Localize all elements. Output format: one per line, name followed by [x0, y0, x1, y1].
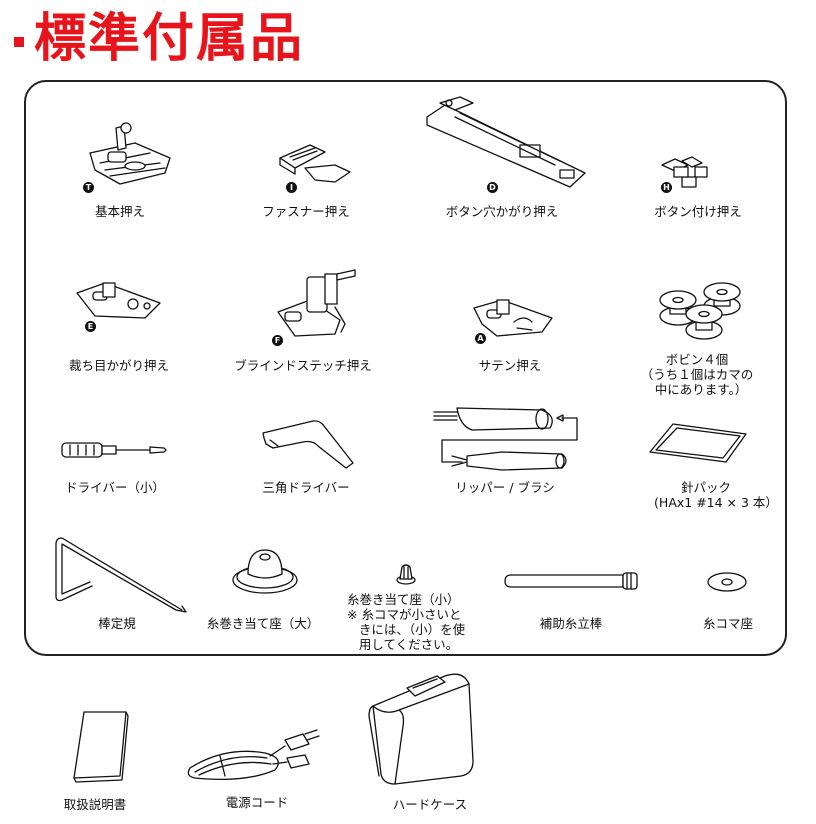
manual-illustration [70, 710, 130, 783]
triangle-screwdriver-illustration [258, 418, 358, 470]
spool-cap-large-illustration [230, 546, 300, 596]
badge-i: I [286, 182, 297, 193]
label-aux-spool-pin: 補助糸立棒 [539, 616, 603, 631]
badge-t: T [83, 182, 94, 193]
label-bar-guide: 棒定規 [98, 616, 136, 631]
spool-felt-illustration [706, 571, 748, 593]
note-spool-cap-small: ※ 糸コマが小さいと きには、（小）を使 用してください。 [347, 607, 466, 652]
bar-guide-illustration [52, 536, 187, 616]
screwdriver-small-illustration [60, 440, 170, 460]
label-button-sewing-foot: ボタン付け押え [654, 204, 742, 219]
note-bobbins: （うち１個はカマの 中にあります。） [640, 367, 754, 397]
label-ripper-brush: リッパー / ブラシ [455, 480, 555, 495]
label-triangle-screwdriver: 三角ドライバー [262, 480, 350, 495]
label-screwdriver-small: ドライバー（小） [65, 480, 165, 495]
label-spool-cap-large: 糸巻き当て座（大） [206, 616, 320, 631]
satin-foot-illustration [472, 296, 557, 338]
label-spool-felt: 糸コマ座 [702, 616, 754, 631]
needle-pack-illustration [648, 422, 748, 464]
power-cord-illustration [185, 728, 320, 783]
label-zipper-foot: ファスナー押え [262, 204, 350, 219]
zipper-foot-illustration [275, 140, 365, 190]
badge-h: H [661, 182, 672, 193]
badge-d: D [487, 182, 498, 193]
note-needle-pack: (HAx1 #14 × 3 本） [654, 495, 778, 510]
label-overcasting-foot: 裁ち目かがり押え [68, 358, 170, 373]
title-text: 標準付属品 [34, 9, 305, 69]
accessories-panel [24, 80, 787, 656]
ripper-brush-illustration [432, 404, 582, 472]
aux-spool-pin-illustration [503, 572, 643, 590]
bobbins-illustration [656, 278, 746, 340]
label-basic-foot: 基本押え [94, 204, 146, 219]
label-spool-cap-small: 糸巻き当て座（小） [347, 592, 460, 607]
label-satin-foot: サテン押え [478, 358, 542, 373]
hard-case-illustration [365, 666, 477, 786]
spool-cap-small-illustration [396, 563, 416, 585]
badge-a: A [475, 333, 486, 344]
badge-f: F [272, 335, 283, 346]
button-sewing-foot-illustration [660, 155, 720, 191]
page-title: 標準付属品 [14, 4, 304, 74]
blind-stitch-foot-illustration [275, 262, 365, 342]
label-bobbins: ボビン４個 [665, 352, 729, 367]
label-hard-case: ハードケース [392, 797, 468, 812]
label-buttonhole-foot: ボタン穴かがり押え [445, 204, 559, 219]
badge-e: E [85, 321, 96, 332]
overcasting-foot-illustration [75, 278, 165, 323]
basic-foot-illustration [80, 118, 180, 188]
buttonhole-foot-illustration [425, 95, 586, 190]
label-manual: 取扱説明書 [63, 797, 127, 812]
label-needle-pack: 針パック [680, 480, 732, 495]
title-bullet [14, 37, 24, 47]
label-blind-stitch-foot: ブラインドステッチ押え [234, 358, 372, 373]
label-power-cord: 電源コード [225, 795, 289, 810]
